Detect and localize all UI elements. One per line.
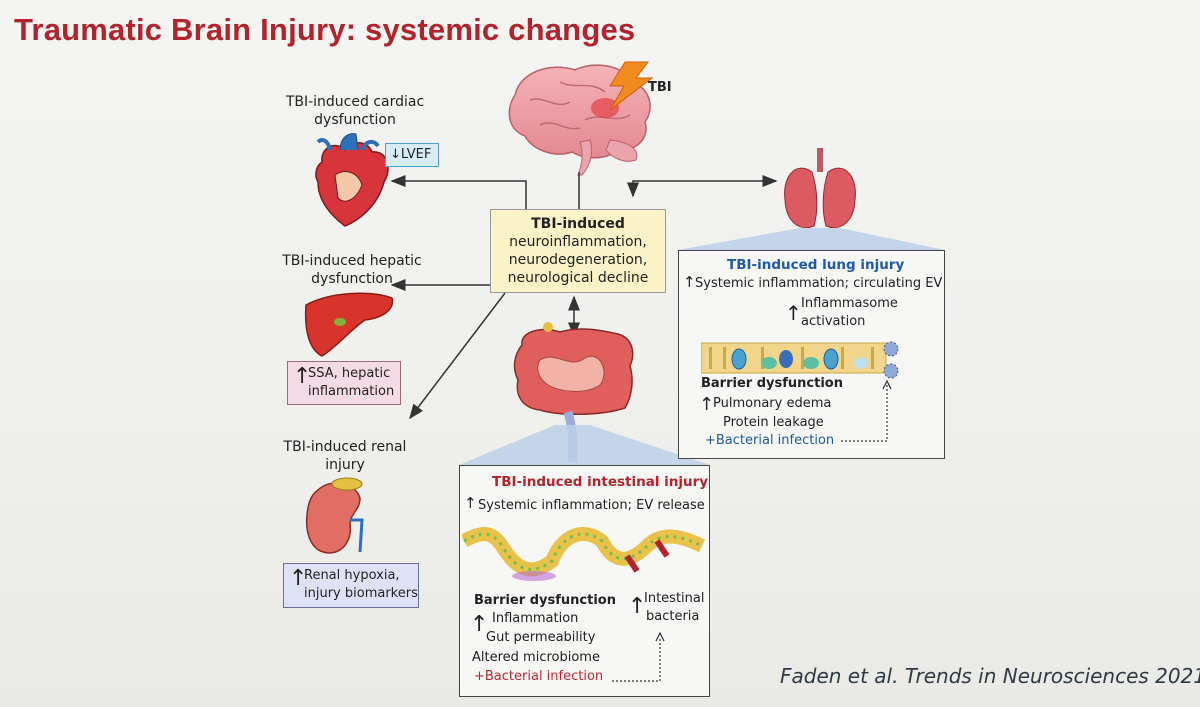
- heart-icon: [316, 134, 388, 226]
- liver-icon: [306, 293, 393, 356]
- lung-infection-connector: [839, 379, 899, 449]
- intestine-microbiome-text: Altered microbiome: [472, 650, 600, 665]
- lung-epithelium-illustration: [701, 339, 911, 379]
- tbi-label: TBI: [648, 79, 672, 97]
- lung-injury-panel: TBI-induced lung injury ↑ Systemic infla…: [678, 250, 945, 459]
- intestine-permeability-text: Gut permeability: [486, 630, 595, 645]
- central-line-3: neurological decline: [491, 269, 665, 287]
- intestine-inflammation-text: Inflammation: [492, 611, 578, 626]
- renal-box-line-2: injury biomarkers: [304, 585, 418, 603]
- lvef-box: ↓LVEF: [385, 143, 439, 167]
- cardiac-label-line-2: dysfunction: [280, 111, 430, 129]
- lungs-icon: [785, 148, 856, 228]
- renal-label-line-1: TBI-induced renal: [270, 438, 420, 456]
- lung-edema-text: Pulmonary edema: [713, 396, 831, 411]
- hepatic-label: TBI-induced hepatic dysfunction: [272, 252, 432, 288]
- up-arrow-icon: ↑: [293, 368, 311, 386]
- renal-label-line-2: injury: [270, 456, 420, 474]
- lung-barrier-heading: Barrier dysfunction: [701, 376, 843, 391]
- intestine-bacteria-line-1: Intestinal: [644, 591, 704, 606]
- intestinal-injury-panel: TBI-induced intestinal injury ↑ Systemic…: [459, 465, 710, 697]
- hepatic-box-line-1: SSA, hepatic: [308, 365, 400, 383]
- hepatic-box: ↑ SSA, hepatic inflammation: [287, 361, 401, 405]
- intestine-barrier-heading: Barrier dysfunction: [474, 593, 616, 608]
- intestine-panel-title: TBI-induced intestinal injury: [492, 474, 708, 490]
- central-line-2: neurodegeneration,: [491, 251, 665, 269]
- up-arrow-icon: ↑: [464, 494, 477, 512]
- lung-leakage-text: Protein leakage: [723, 415, 824, 430]
- lung-infection-text: +Bacterial infection: [705, 433, 834, 448]
- lung-systemic-text: Systemic inflammation; circulating EV: [695, 276, 942, 291]
- cardiac-label-line-1: TBI-induced cardiac: [280, 93, 430, 111]
- hepatic-label-line-2: dysfunction: [272, 270, 432, 288]
- intestinal-villi-illustration: [462, 521, 707, 591]
- renal-box-line-1: Renal hypoxia,: [304, 567, 418, 585]
- intestine-systemic-text: Systemic inflammation; EV release: [478, 498, 705, 513]
- hepatic-label-line-1: TBI-induced hepatic: [272, 252, 432, 270]
- intestine-infection-connector: [610, 631, 690, 691]
- lung-inflammasome-text: Inflammasome: [801, 296, 898, 311]
- up-arrow-icon: ↑: [683, 273, 696, 291]
- up-arrow-icon: ↑: [785, 301, 802, 325]
- up-arrow-icon: ↑: [289, 570, 307, 588]
- up-arrow-icon: ↑: [699, 394, 714, 415]
- down-arrow-icon: ↓: [390, 147, 401, 162]
- lung-activation-text: activation: [801, 314, 865, 329]
- intestine-bacteria-line-2: bacteria: [646, 609, 699, 624]
- central-line-1: neuroinflammation,: [491, 233, 665, 251]
- central-heading: TBI-induced: [491, 215, 665, 233]
- kidney-icon: [307, 478, 362, 553]
- hepatic-box-line-2: inflammation: [308, 383, 400, 401]
- lung-panel-title: TBI-induced lung injury: [727, 257, 904, 273]
- citation: Faden et al. Trends in Neurosciences 202…: [780, 664, 1200, 688]
- renal-box: ↑ Renal hypoxia, injury biomarkers: [283, 563, 419, 608]
- intestine-infection-text: +Bacterial infection: [474, 669, 603, 684]
- renal-label: TBI-induced renal injury: [270, 438, 420, 474]
- lvef-text: LVEF: [401, 147, 431, 162]
- cardiac-label: TBI-induced cardiac dysfunction: [280, 93, 430, 129]
- central-effects-box: TBI-induced neuroinflammation, neurodege…: [490, 209, 666, 293]
